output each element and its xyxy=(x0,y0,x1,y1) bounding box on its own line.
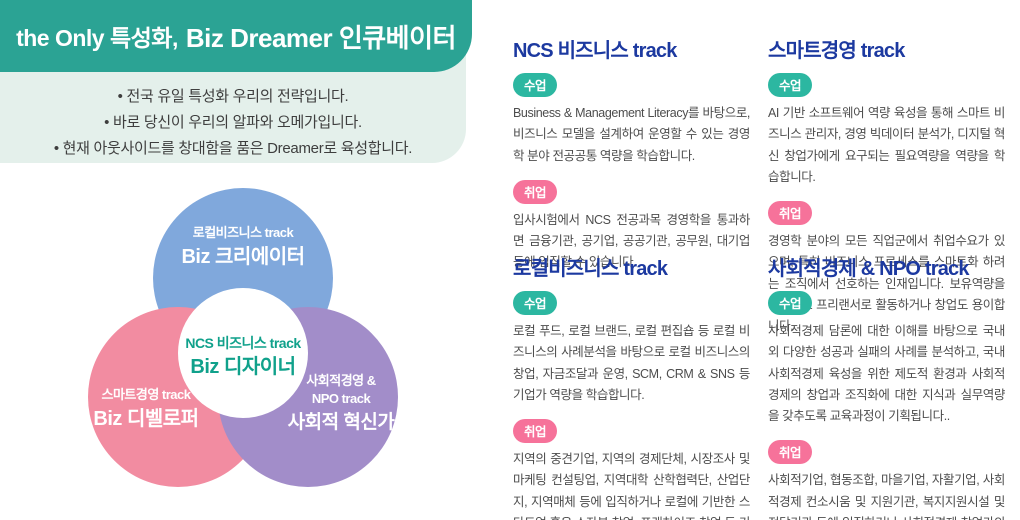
header-banner: the Only 특성화, Biz Dreamer 인큐베이터 xyxy=(0,0,472,72)
section-local-business-track: 로컬비즈니스 track 수업 로컬 푸드, 로컬 브랜드, 로컬 편집숍 등 … xyxy=(513,252,750,520)
venn-circle-ncs-center xyxy=(178,288,308,418)
section-title: 로컬비즈니스 track xyxy=(513,258,668,280)
venn-label-local-business: 로컬비즈니스 track Biz 크리에이터 xyxy=(153,224,333,269)
job-badge: 취업 xyxy=(513,179,558,204)
section-title: 스마트경영 track xyxy=(768,40,905,62)
job-description: 입사시험에서 NCS 전공과목 경영학을 통과하면 금융기관, 공기업, 공공기… xyxy=(513,212,750,270)
banner-title-part2: Biz Dreamer 인큐베이터 xyxy=(185,22,457,53)
job-description: 경영학 분야의 모든 직업군에서 취업수요가 있으며, 특히 비즈니스 프로세스… xyxy=(768,234,1005,333)
section-title: 사회적경제 & NPO track xyxy=(768,258,969,280)
section-title: NCS 비즈니스 track xyxy=(513,40,677,62)
intro-bullet-3: • 현재 아웃사이드를 창대함을 품은 Dreamer로 육성합니다. xyxy=(53,140,413,157)
section-smart-management-track: 스마트경영 track 수업 AI 기반 소프트웨어 역량 육성을 통해 스마트… xyxy=(768,34,1005,337)
job-badge: 취업 xyxy=(513,419,558,443)
venn-name-social-innovator: 사회적 혁신가 xyxy=(287,412,395,433)
class-badge: 수업 xyxy=(768,73,813,97)
section-ncs-business-track: NCS 비즈니스 track 수업 Business & Management … xyxy=(513,34,750,274)
venn-name-biz-creator: Biz 크리에이터 xyxy=(181,246,305,268)
venn-track-social-line2: NPO track xyxy=(311,391,371,406)
venn-name-biz-developer: Biz 디벨로퍼 xyxy=(93,408,199,430)
venn-track-smart-management: 스마트경영 track xyxy=(101,387,192,402)
class-badge: 수업 xyxy=(768,291,813,315)
class-description: AI 기반 소프트웨어 역량 육성을 통해 스마트 비즈니스 관리자, 경영 빅… xyxy=(768,106,1005,184)
class-description: 로컬 푸드, 로컬 브랜드, 로컬 편집숍 등 로컬 비즈니스의 사례분석을 바… xyxy=(513,324,750,402)
banner-title-part1: the Only 특성화, xyxy=(16,25,178,51)
venn-label-social-npo: 사회적경영 & NPO track 사회적 혁신가 xyxy=(251,372,431,435)
job-description: 지역의 중견기업, 지역의 경제단체, 시장조사 및 마케팅 컨설팅업, 지역대… xyxy=(513,452,750,520)
venn-track-local-business: 로컬비즈니스 track xyxy=(192,225,294,240)
venn-label-ncs-business: NCS 비즈니스 track Biz 디자이너 xyxy=(168,334,318,379)
intro-bullet-list: • 전국 유일 특성화 우리의 전략입니다. • 바로 당신이 우리의 알파와 … xyxy=(0,84,466,162)
class-badge: 수업 xyxy=(513,291,558,315)
venn-name-biz-designer: Biz 디자이너 xyxy=(190,356,296,378)
intro-bullet-1: • 전국 유일 특성화 우리의 전략입니다. xyxy=(117,88,349,105)
class-badge: 수업 xyxy=(513,73,558,97)
intro-bullet-2: • 바로 당신이 우리의 알파와 오메가입니다. xyxy=(104,114,362,131)
venn-label-smart-management: 스마트경영 track Biz 디벨로퍼 xyxy=(56,386,236,431)
job-badge: 취업 xyxy=(768,440,813,465)
venn-track-social-line1: 사회적경영 & xyxy=(306,373,376,388)
venn-track-ncs-business: NCS 비즈니스 track xyxy=(185,335,301,351)
class-description: 사회적경제 담론에 대한 이해를 바탕으로 국내외 다양한 성공과 실패의 사례… xyxy=(768,324,1005,423)
job-description: 사회적기업, 협동조합, 마을기업, 자활기업, 사회적경제 컨소시움 및 지원… xyxy=(768,473,1005,520)
job-badge: 취업 xyxy=(768,201,813,225)
section-social-economy-npo-track: 사회적경제 & NPO track 수업 사회적경제 담론에 대한 이해를 바탕… xyxy=(768,252,1005,520)
class-description: Business & Management Literacy를 바탕으로, 비즈… xyxy=(513,106,750,163)
